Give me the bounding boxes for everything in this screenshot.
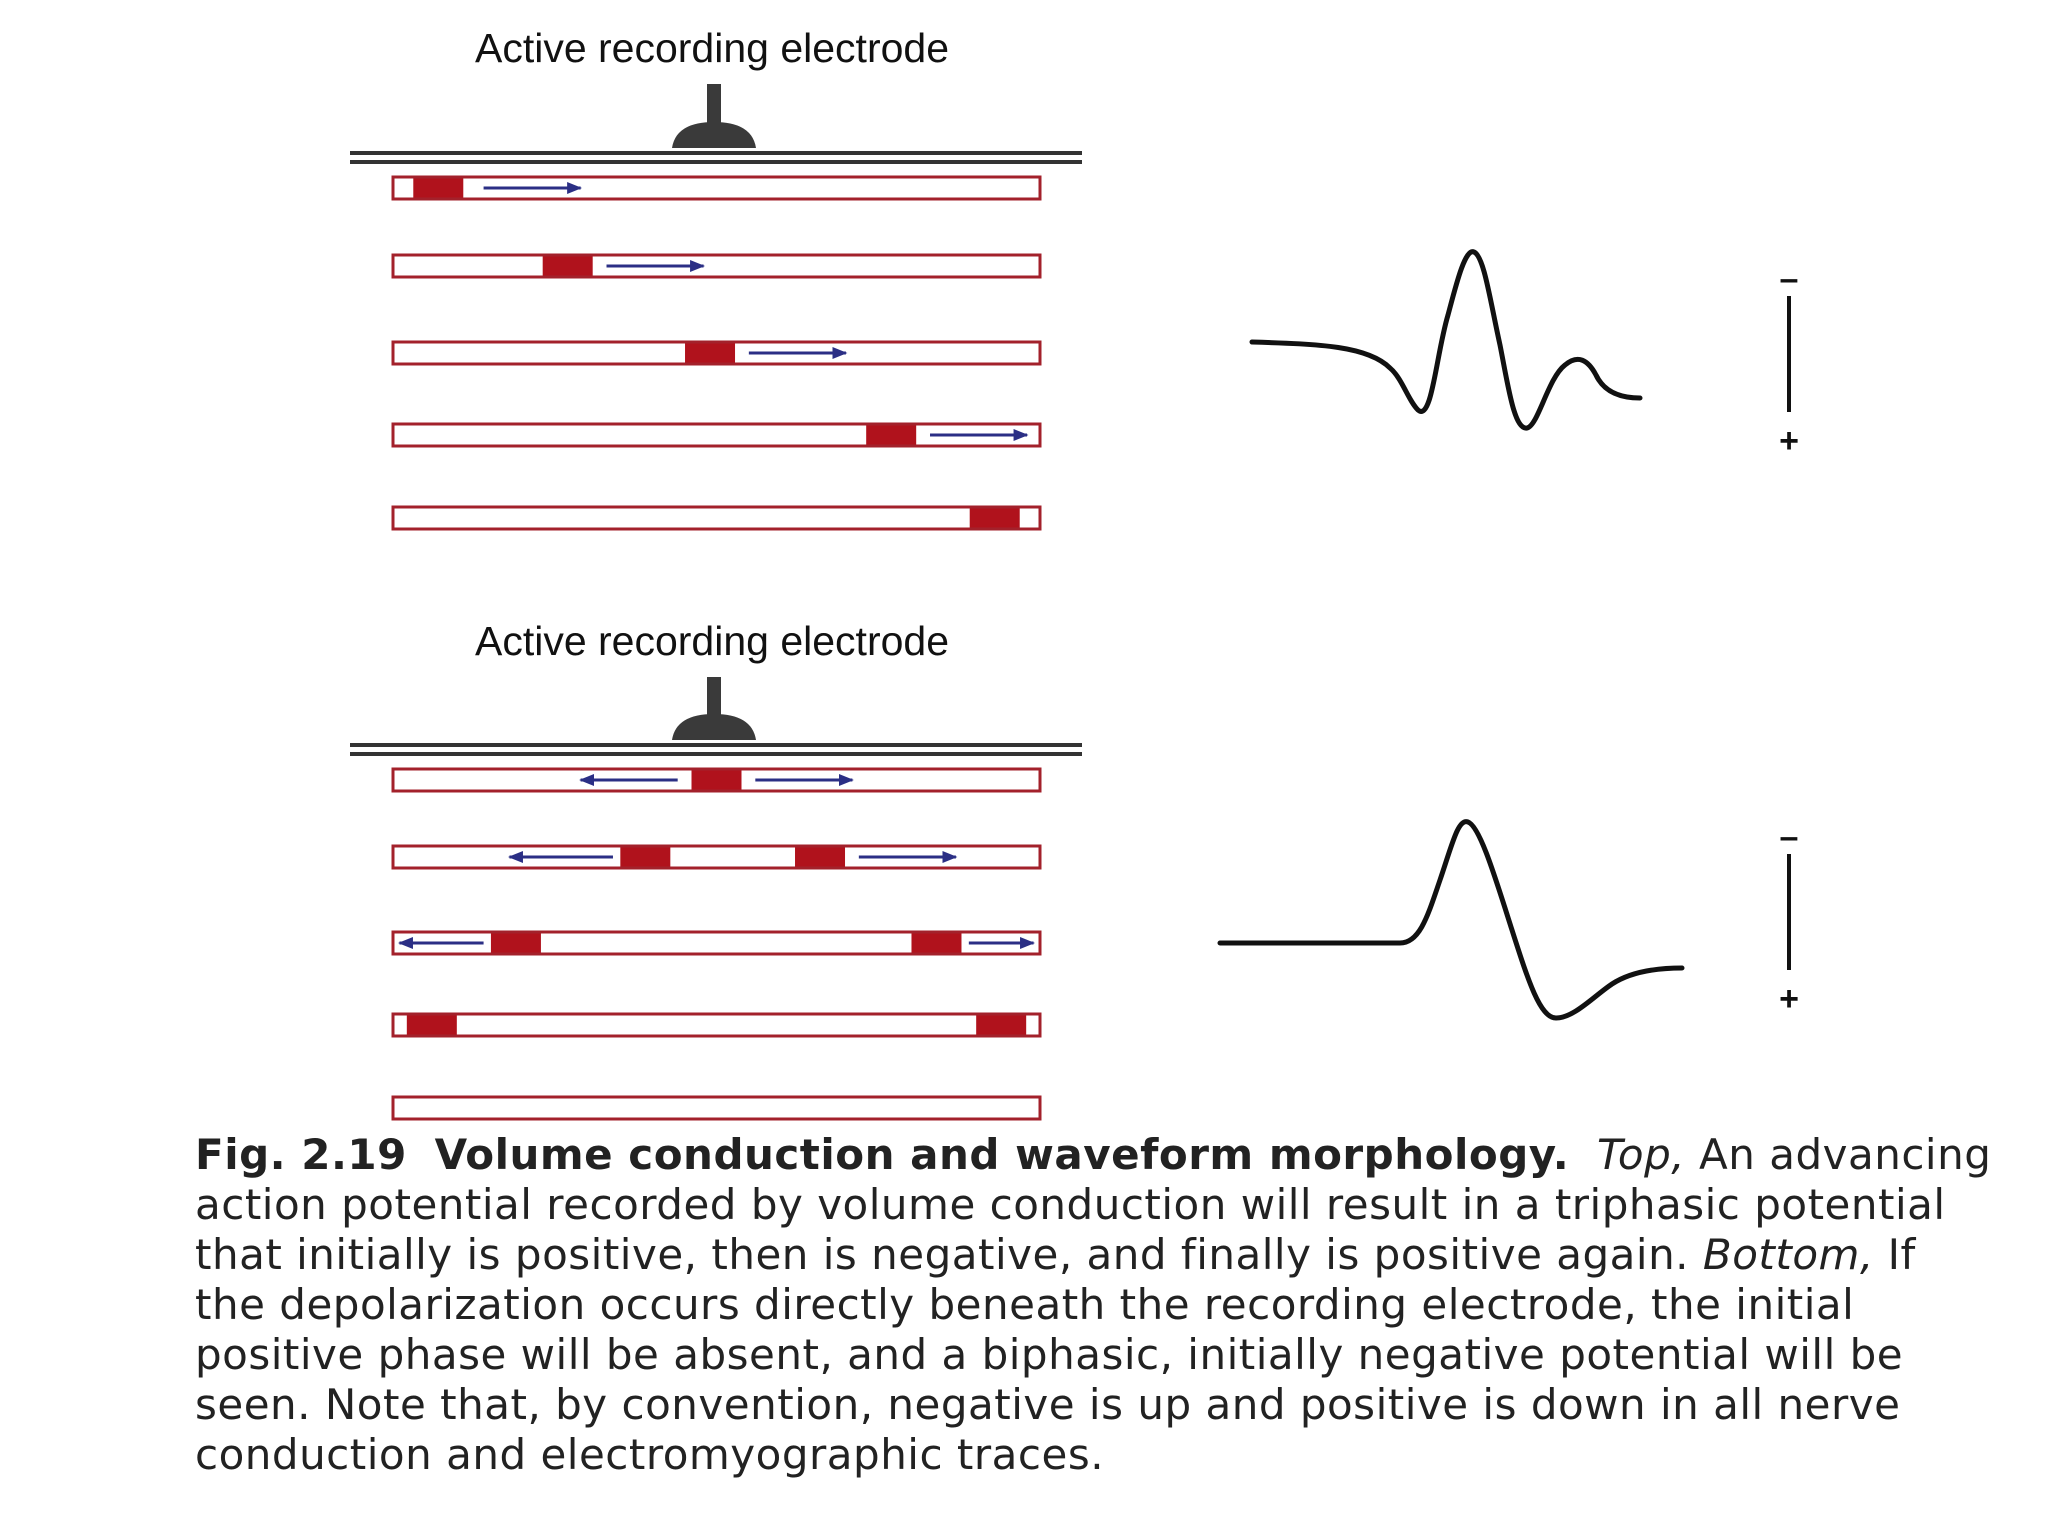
bottom-fiber-5 <box>391 1095 1042 1121</box>
depolarization-block <box>413 178 464 198</box>
top-scale-positive-sign: + <box>1779 422 1799 460</box>
bottom-electrode <box>672 677 756 740</box>
bottom-electrode-label: Active recording electrode <box>475 618 949 664</box>
nerve-fiber-outline <box>391 1095 1042 1121</box>
depolarization-block <box>969 508 1020 528</box>
bottom-scale-negative-sign: – <box>1780 818 1799 856</box>
depolarization-block <box>542 256 593 276</box>
caption-bottom-text: If the depolarization occurs directly be… <box>195 1230 1916 1479</box>
nerve-fiber-outline <box>391 175 1042 201</box>
depolarization-block <box>795 847 846 867</box>
depolarization-block <box>620 847 671 867</box>
top-electrode <box>672 84 756 148</box>
bottom-waveform <box>1217 819 1685 1021</box>
bottom-fiber-2 <box>391 844 1042 870</box>
top-polarity-scale: – + <box>1779 260 1799 460</box>
depolarization-block <box>685 343 736 363</box>
depolarization-block <box>691 770 742 790</box>
top-skin-surface <box>350 151 1082 164</box>
bottom-panel: Active recording electrode – + <box>350 618 1799 1121</box>
caption-figure-title: Volume conduction and waveform morpholog… <box>434 1130 1570 1179</box>
nerve-fiber-outline <box>391 930 1042 956</box>
bottom-fiber-group <box>391 767 1042 1121</box>
top-fiber-3 <box>391 340 1042 366</box>
top-panel: Active recording electrode – + <box>350 25 1799 531</box>
triphasic-waveform-trace <box>1249 249 1643 431</box>
top-electrode-label: Active recording electrode <box>475 25 949 71</box>
bottom-skin-surface <box>350 743 1082 756</box>
biphasic-waveform-trace <box>1217 819 1685 1021</box>
caption-top-label: Top, <box>1596 1130 1686 1179</box>
depolarization-block <box>406 1015 457 1035</box>
bottom-scale-positive-sign: + <box>1779 980 1799 1018</box>
depolarization-block <box>976 1015 1027 1035</box>
caption-figure-label: Fig. 2.19 <box>195 1130 407 1179</box>
top-fiber-1 <box>391 175 1042 201</box>
nerve-fiber-outline <box>391 505 1042 531</box>
bottom-fiber-1 <box>391 767 1042 793</box>
nerve-fiber-outline <box>391 253 1042 279</box>
nerve-fiber-outline <box>391 1012 1042 1038</box>
top-scale-negative-sign: – <box>1780 260 1799 298</box>
top-fiber-4 <box>391 422 1042 448</box>
caption-bottom-label: Bottom, <box>1702 1230 1874 1279</box>
depolarization-block <box>490 933 541 953</box>
depolarization-block <box>866 425 917 445</box>
top-fiber-group <box>391 175 1042 531</box>
bottom-fiber-4 <box>391 1012 1042 1038</box>
depolarization-block <box>911 933 962 953</box>
top-waveform <box>1249 249 1643 431</box>
top-fiber-5 <box>391 505 1042 531</box>
caption-top-text: An advancing action potential recorded b… <box>195 1130 1992 1279</box>
figure-caption: Fig. 2.19 Volume conduction and waveform… <box>195 1130 1995 1480</box>
bottom-fiber-3 <box>391 930 1042 956</box>
top-fiber-2 <box>391 253 1042 279</box>
bottom-polarity-scale: – + <box>1779 818 1799 1018</box>
nerve-fiber-outline <box>391 844 1042 870</box>
